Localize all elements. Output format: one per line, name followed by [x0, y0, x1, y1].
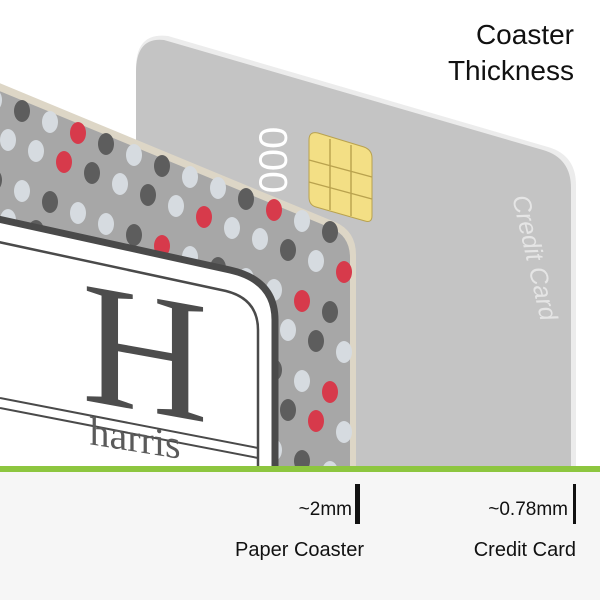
polka-dot	[28, 140, 44, 162]
polka-dot	[322, 381, 338, 403]
polka-dot	[154, 155, 170, 177]
polka-dot	[294, 290, 310, 312]
title-line-2: Thickness	[447, 55, 574, 86]
polka-dot	[238, 188, 254, 210]
polka-dot	[196, 206, 212, 228]
monogram-panel: H harris	[0, 211, 279, 470]
polka-dot	[322, 301, 338, 323]
polka-dot	[280, 319, 296, 341]
title-line-1: Coaster	[475, 19, 574, 50]
polka-dot	[336, 341, 352, 363]
polka-dot	[182, 166, 198, 188]
polka-dot	[252, 228, 268, 250]
polka-dot	[70, 202, 86, 224]
polka-dot	[56, 151, 72, 173]
polka-dot	[336, 261, 352, 283]
chip-icon	[308, 132, 373, 222]
polka-dot	[308, 250, 324, 272]
polka-dot	[294, 210, 310, 232]
polka-dot	[280, 399, 296, 421]
polka-dot	[14, 100, 30, 122]
card-label: Credit Card	[473, 539, 576, 561]
paper-coaster: H harris	[0, 83, 356, 470]
polka-dot	[98, 133, 114, 155]
polka-dot	[84, 162, 100, 184]
polka-dot	[210, 177, 226, 199]
polka-dot	[42, 191, 58, 213]
polka-dot	[112, 173, 128, 195]
polka-dot	[140, 184, 156, 206]
polka-dot	[126, 144, 142, 166]
polka-dot	[70, 122, 86, 144]
card-thickness-bar	[573, 484, 576, 524]
coaster-label: Paper Coaster	[235, 539, 364, 561]
polka-dot	[280, 239, 296, 261]
card-thickness-value: ~0.78mm	[488, 499, 568, 520]
polka-dot	[308, 410, 324, 432]
polka-dot	[168, 195, 184, 217]
polka-dot	[98, 213, 114, 235]
polka-dot	[294, 370, 310, 392]
credit-card-number: 000	[250, 127, 294, 194]
polka-dot	[14, 180, 30, 202]
polka-dot	[322, 221, 338, 243]
polka-dot	[126, 224, 142, 246]
polka-dot	[336, 421, 352, 443]
coaster-thickness-bar	[355, 484, 360, 524]
polka-dot	[266, 199, 282, 221]
polka-dot	[224, 217, 240, 239]
polka-dot	[0, 129, 16, 151]
polka-dot	[308, 330, 324, 352]
coaster-thickness-value: ~2mm	[298, 499, 352, 520]
polka-dot	[42, 111, 58, 133]
measurement-strip	[0, 466, 600, 600]
